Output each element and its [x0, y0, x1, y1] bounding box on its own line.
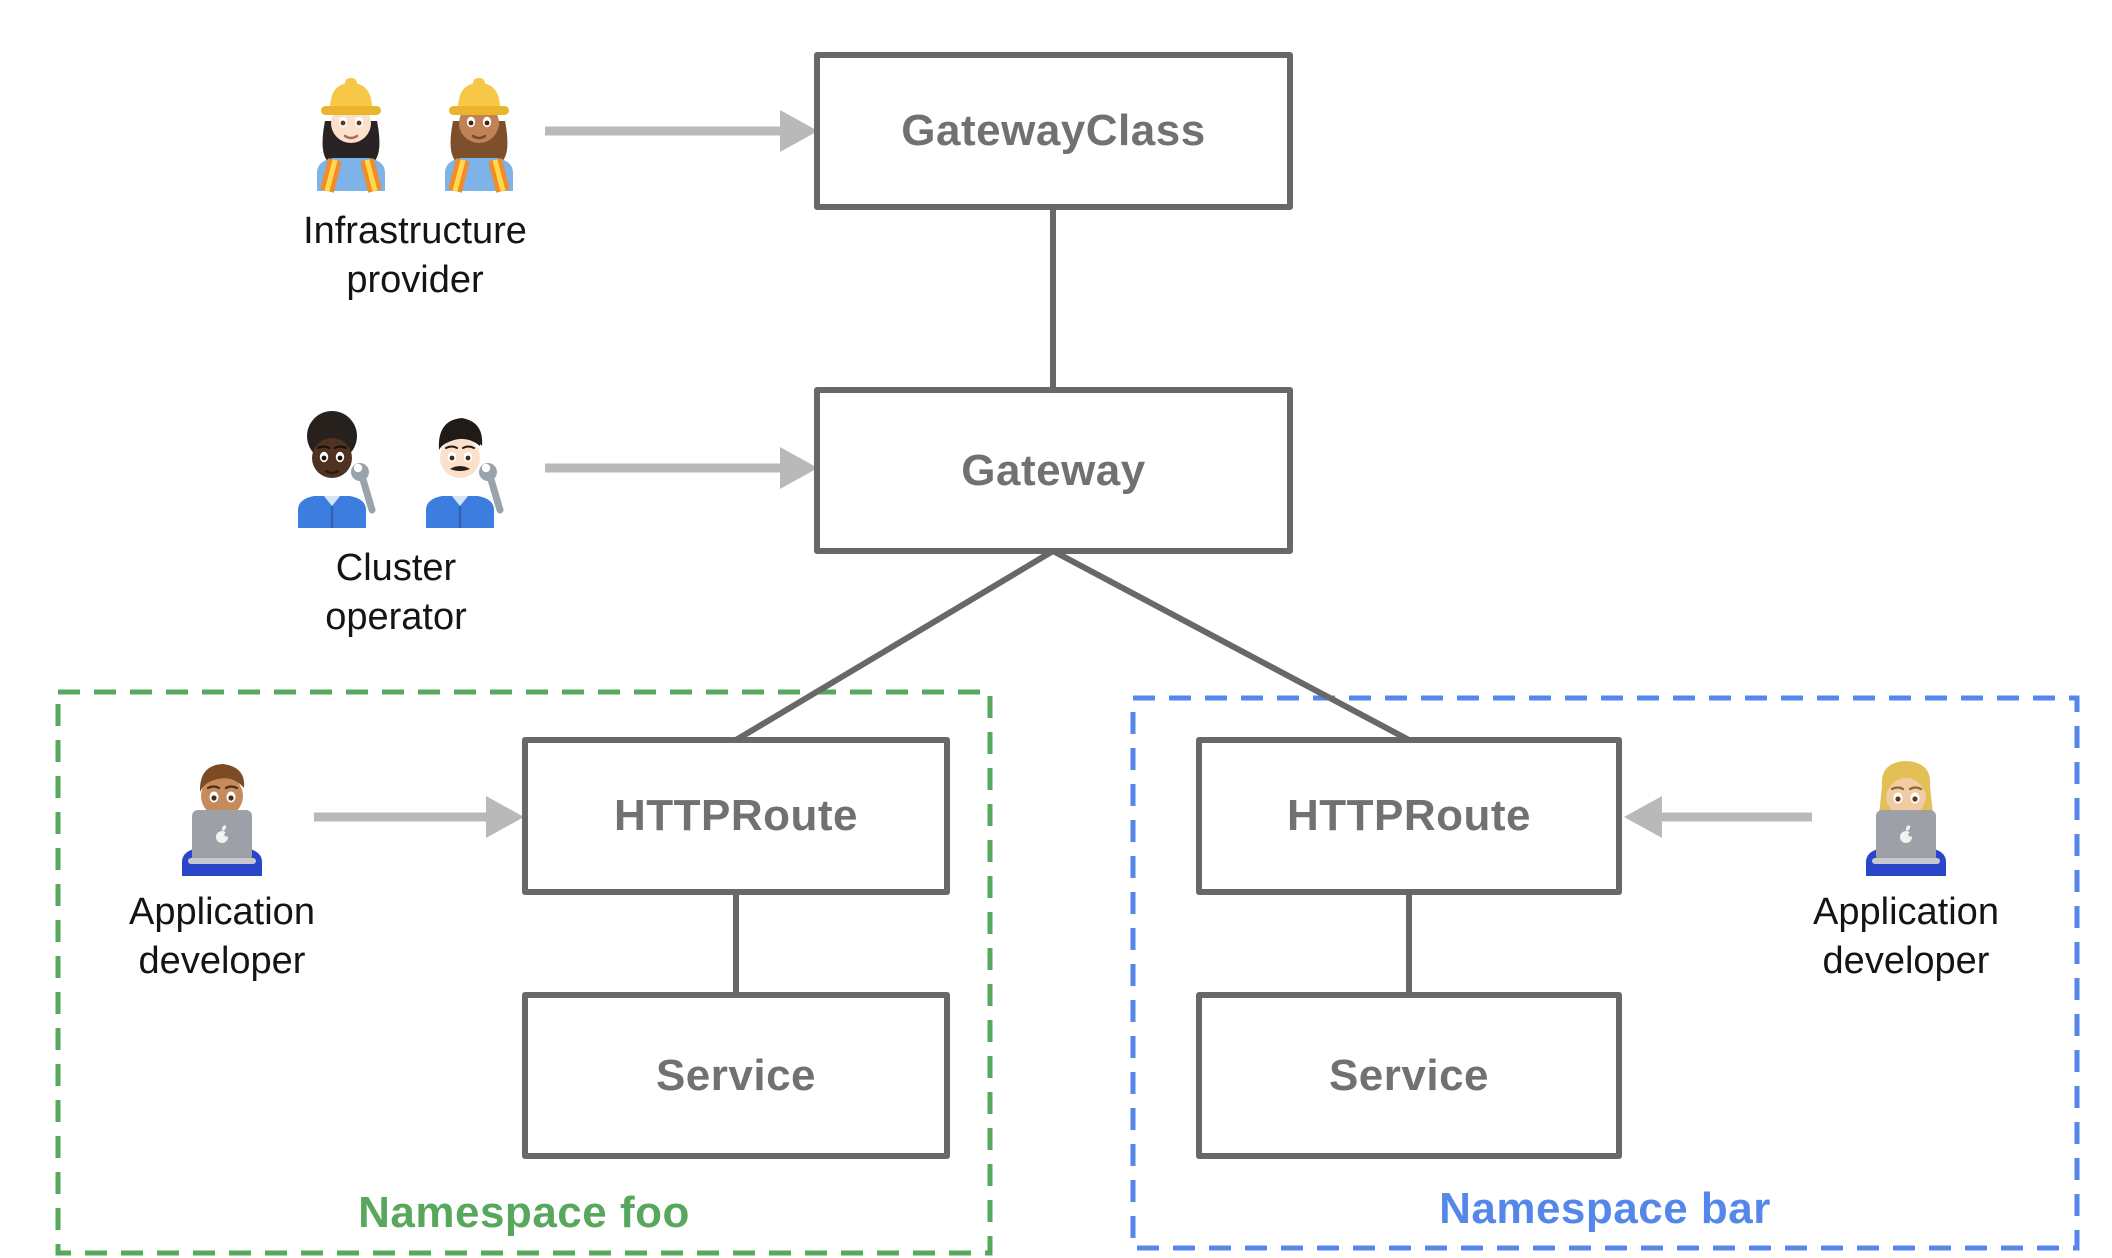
persona-cluster-operator: Cluster operator: [206, 392, 586, 643]
cluster-operator-label-line1: Cluster: [335, 547, 457, 589]
application-developer-bar-icons: [1854, 750, 1958, 876]
application-developer-foo-label-line2: developer: [138, 940, 306, 983]
application-developer-bar-label-line1: Application: [1813, 891, 1999, 933]
node-httproute-bar: HTTPRoute: [1196, 737, 1622, 895]
node-gateway: Gateway: [814, 387, 1293, 554]
woman-construction-worker-light-icon: [317, 78, 385, 193]
node-httproute-foo: HTTPRoute: [522, 737, 950, 895]
edge-gateway-httproute-foo: [734, 548, 1055, 743]
woman-technologist-icon: [1866, 761, 1946, 876]
node-service-bar: Service: [1196, 992, 1622, 1159]
node-httproute-foo-label: HTTPRoute: [613, 791, 859, 840]
persona-infrastructure-provider: Infrastructure provider: [225, 55, 605, 306]
arrow-application-developer-foo: [314, 796, 524, 838]
arrow-application-developer-bar: [1624, 796, 1812, 838]
persona-application-developer-foo: Application developer: [32, 750, 412, 987]
edge-gateway-httproute-bar: [1051, 548, 1411, 743]
arrow-cluster-operator: [545, 447, 818, 489]
cluster-operator-icons: [284, 392, 508, 532]
infrastructure-provider-label-line2: provider: [346, 259, 484, 302]
man-technologist-icon: [182, 764, 262, 876]
application-developer-foo-label-line1: Application: [129, 891, 315, 933]
node-service-bar-label: Service: [1328, 1050, 1490, 1100]
application-developer-foo-icons: [170, 750, 274, 876]
cluster-operator-label-line2: operator: [325, 596, 467, 639]
persona-application-developer-bar: Application developer: [1716, 750, 2096, 987]
node-httproute-bar-label: HTTPRoute: [1286, 791, 1532, 840]
namespace-bar-boundary: [1130, 695, 2080, 1251]
infrastructure-provider-label-line1: Infrastructure: [303, 210, 527, 252]
infrastructure-provider-icons: [303, 55, 527, 195]
application-developer-foo-label: Application developer: [129, 888, 315, 987]
cluster-operator-label: Cluster operator: [325, 544, 467, 643]
infrastructure-provider-label: Infrastructure provider: [303, 207, 527, 306]
node-gateway-label: Gateway: [961, 445, 1146, 495]
namespace-foo-label: Namespace foo: [358, 1188, 690, 1237]
application-developer-bar-label-line2: developer: [1822, 940, 1990, 983]
mechanic-dark-icon: [298, 411, 376, 528]
namespace-bar-label: Namespace bar: [1439, 1184, 1771, 1233]
node-service-foo: Service: [522, 992, 950, 1159]
man-mechanic-light-icon: [426, 418, 504, 528]
application-developer-bar-label: Application developer: [1813, 888, 1999, 987]
namespace-foo-boundary: [55, 689, 993, 1256]
node-gatewayclass-label: GatewayClass: [901, 106, 1206, 155]
node-service-foo-label: Service: [655, 1050, 817, 1100]
node-gatewayclass: GatewayClass: [814, 52, 1293, 210]
arrow-infrastructure-provider: [545, 110, 818, 152]
woman-construction-worker-medium-icon: [445, 78, 513, 193]
